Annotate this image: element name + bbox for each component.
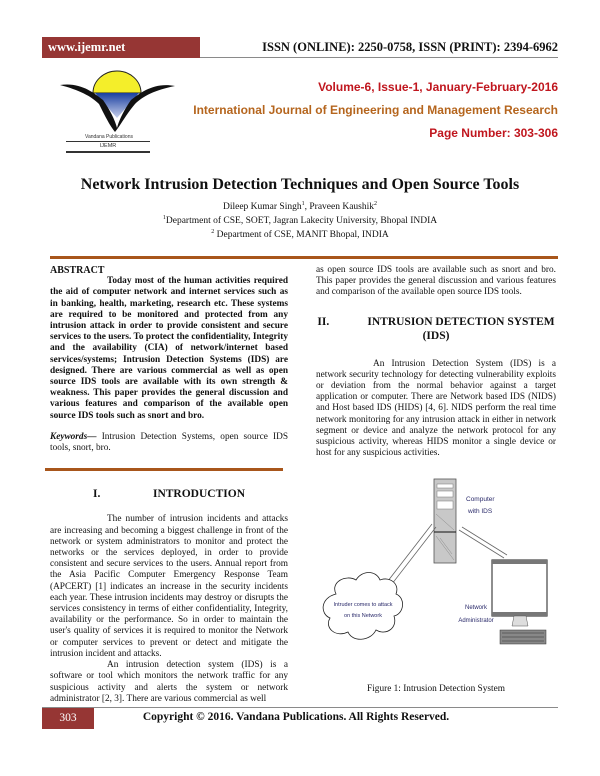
intro-paragraph: The number of intrusion incidents and at… bbox=[50, 514, 288, 659]
affiliation-text: Department of CSE, MANIT Bhopal, INDIA bbox=[214, 230, 389, 241]
keywords-text: Intrusion Detection Systems, open source… bbox=[50, 431, 288, 454]
volume-issue: Volume-6, Issue-1, January-February-2016 bbox=[318, 80, 558, 94]
journal-logo-icon bbox=[60, 70, 175, 132]
section-number: II. bbox=[317, 315, 330, 328]
journal-name: International Journal of Engineering and… bbox=[193, 103, 558, 117]
left-column: ABSTRACT Today most of the human activit… bbox=[45, 265, 288, 705]
affiliation: 1Department of CSE, SOET, Jagran Lakecit… bbox=[0, 213, 600, 227]
page-number-tab: 303 bbox=[42, 708, 94, 729]
author-separator: , bbox=[304, 202, 310, 213]
author-name: Praveen Kaushik bbox=[309, 202, 375, 213]
footer-rule bbox=[42, 707, 558, 708]
network-cloud-icon bbox=[322, 572, 403, 640]
site-url: www.ijemr.net bbox=[48, 40, 126, 54]
paper-title: Network Intrusion Detection Techniques a… bbox=[80, 176, 520, 193]
section-number: I. bbox=[92, 488, 101, 501]
header-rule bbox=[200, 57, 558, 58]
affiliation-marker: 1 bbox=[301, 201, 305, 207]
affiliation-marker: 2 bbox=[374, 201, 378, 207]
page-number: 303 bbox=[59, 712, 77, 724]
ids-paragraph: An Intrusion Detection System (IDS) is a… bbox=[316, 358, 556, 459]
section-heading-introduction: I. INTRODUCTION bbox=[50, 488, 288, 501]
affiliation-marker: 1 bbox=[162, 215, 166, 222]
author-block: Dileep Kumar Singh1, Praveen Kaushik2 1D… bbox=[0, 199, 600, 241]
admin-label: Administrator bbox=[458, 618, 493, 624]
section-title-continued: (IDS) bbox=[422, 329, 450, 342]
logo-divider bbox=[66, 151, 150, 153]
author-names: Dileep Kumar Singh1, Praveen Kaushik2 bbox=[0, 199, 600, 213]
monitor-icon bbox=[491, 559, 548, 645]
author-name: Dileep Kumar Singh bbox=[222, 202, 302, 213]
section-divider bbox=[50, 256, 558, 259]
figure-caption: Figure 1: Intrusion Detection System bbox=[367, 684, 505, 694]
section-divider bbox=[45, 468, 283, 472]
logo-divider bbox=[66, 141, 150, 142]
affiliation: 2 Department of CSE, MANIT Bhopal, INDIA bbox=[0, 227, 600, 241]
intro-paragraph-continued: as open source IDS tools are available s… bbox=[316, 265, 556, 298]
server-icon bbox=[433, 478, 457, 564]
cloud-label: Intruder comes to attack bbox=[334, 602, 393, 608]
page-range: Page Number: 303-306 bbox=[429, 126, 558, 140]
issn-line: ISSN (ONLINE): 2250-0758, ISSN (PRINT): … bbox=[262, 40, 558, 54]
abstract-body: Today most of the human activities requi… bbox=[50, 276, 288, 421]
journal-website-tab: www.ijemr.net bbox=[42, 37, 200, 58]
keywords: Keywords— Intrusion Detection Systems, o… bbox=[50, 432, 288, 454]
logo-abbrev: IJEMR bbox=[99, 143, 117, 149]
section-title: INTRUSION DETECTION SYSTEM bbox=[367, 315, 555, 328]
logo-caption: Vandana Publications bbox=[85, 134, 133, 140]
abstract-heading: ABSTRACT bbox=[50, 265, 105, 276]
cloud-label: on this Network bbox=[344, 613, 382, 619]
affiliation-marker: 2 bbox=[211, 229, 215, 236]
affiliation-text: Department of CSE, SOET, Jagran Lakecity… bbox=[165, 216, 438, 227]
keywords-label: Keywords— bbox=[50, 431, 97, 442]
server-label: Computer bbox=[466, 496, 495, 503]
admin-label: Network bbox=[465, 605, 488, 611]
right-column: as open source IDS tools are available s… bbox=[316, 265, 556, 459]
intro-paragraph: An intrusion detection system (IDS) is a… bbox=[50, 660, 288, 704]
ids-diagram-figure: Computer with IDS Intruder comes to atta… bbox=[322, 478, 548, 645]
section-heading-ids: II. INTRUSION DETECTION SYSTEM (IDS) bbox=[316, 315, 556, 343]
copyright-notice: Copyright © 2016. Vandana Publications. … bbox=[142, 711, 450, 723]
server-label: with IDS bbox=[467, 508, 493, 515]
section-title: INTRODUCTION bbox=[152, 488, 245, 501]
